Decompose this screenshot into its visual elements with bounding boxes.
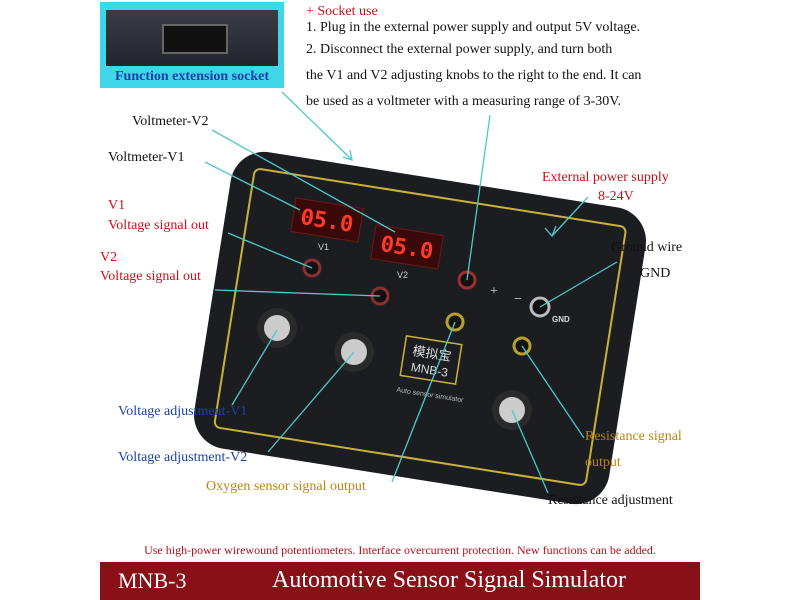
device-body: [194, 151, 646, 505]
adj-v2-label: Voltage adjustment-V2: [118, 450, 248, 465]
v1-caption: V1: [318, 242, 329, 252]
voltmeter-v2-label: Voltmeter-V2: [132, 114, 209, 129]
plus-sign: +: [490, 284, 498, 299]
panel-border: [213, 168, 627, 486]
ext-power-label: External power supply: [542, 170, 669, 185]
socket-use-line-2: 2. Disconnect the external power supply,…: [306, 42, 613, 57]
warning-text: Use high-power wirewound potentiometers.…: [144, 543, 656, 557]
socket-use-title: + Socket use: [306, 4, 378, 19]
display-v1: [290, 197, 364, 243]
socket-use-line-3: the V1 and V2 adjusting knobs to the rig…: [306, 68, 642, 83]
minus-sign: −: [514, 292, 522, 307]
res-signal-label-2: output: [585, 455, 621, 470]
banner-title: Automotive Sensor Signal Simulator: [272, 567, 626, 593]
gnd-caption: GND: [552, 315, 570, 324]
knobs: [257, 308, 532, 430]
v1-title: V1: [108, 198, 126, 213]
display-v2: [370, 224, 444, 270]
socket-use-line-4: be used as a voltmeter with a measuring …: [306, 94, 622, 109]
v1-out-label: Voltage signal out: [108, 218, 209, 233]
extension-socket-inset: Function extension socket: [100, 2, 284, 88]
socket-use-line-1: 1. Plug in the external power supply and…: [306, 20, 641, 35]
ground-label: Ground wire: [611, 240, 683, 255]
oxygen-label: Oxygen sensor signal output: [206, 479, 366, 494]
adj-v1-label: Voltage adjustment-V1: [118, 404, 248, 419]
ext-power-range: 8-24V: [598, 189, 634, 204]
res-adj-label: Resistance adjustment: [548, 493, 673, 508]
v2-caption: V2: [397, 270, 408, 280]
v2-out-label: Voltage signal out: [100, 269, 201, 284]
voltmeter-v1-label: Voltmeter-V1: [108, 150, 185, 165]
title-banner: MNB-3 Automotive Sensor Signal Simulator: [100, 562, 700, 600]
brand-cn: 模拟宝: [412, 343, 453, 364]
device-model: MNB-3: [410, 360, 449, 380]
gnd-label: GND: [640, 266, 671, 281]
leader-lines: [204, 91, 618, 494]
banner-model: MNB-3: [118, 568, 187, 593]
v2-title: V2: [100, 250, 118, 265]
socket-photo: [106, 10, 278, 66]
brand-box: [399, 335, 463, 385]
res-signal-label: Resistance signal: [585, 429, 682, 444]
extension-socket-label: Function extension socket: [115, 69, 269, 84]
